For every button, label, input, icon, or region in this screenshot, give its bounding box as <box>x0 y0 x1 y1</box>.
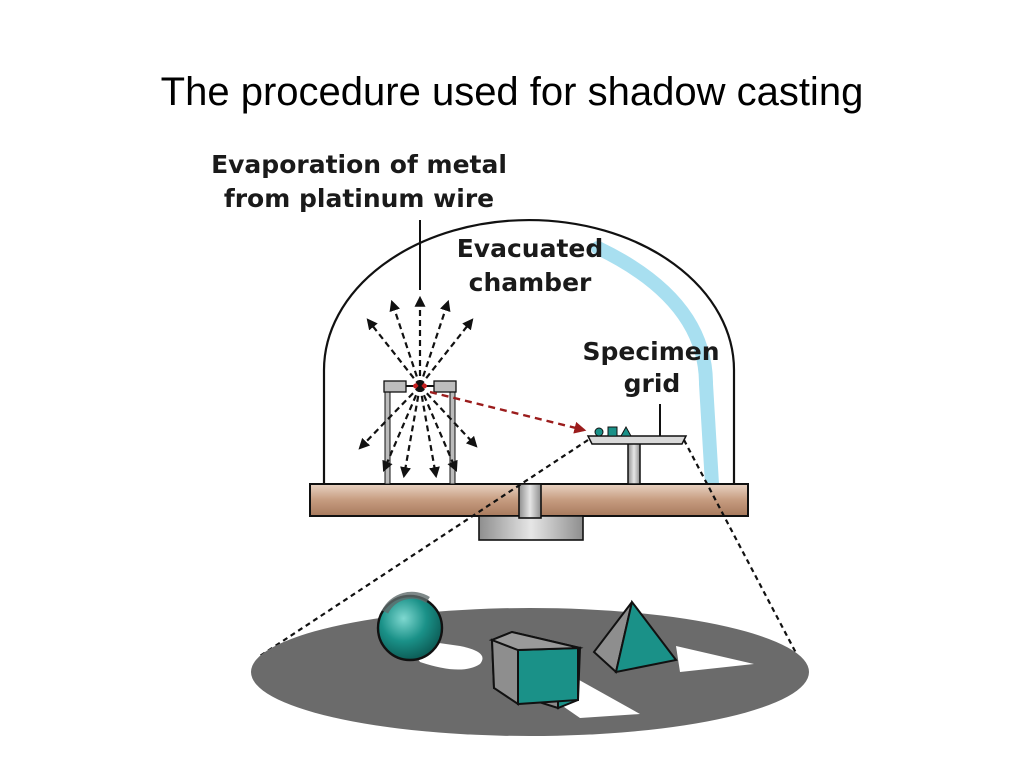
vacuum-port-tube <box>518 483 542 519</box>
specimen-label-line1: Specimen <box>582 337 719 366</box>
pyramid-object <box>592 599 678 674</box>
specimen-label-line2: grid <box>624 369 681 398</box>
evaporation-label-line2: from platinum wire <box>224 184 494 213</box>
slide-title: The procedure used for shadow casting <box>160 70 864 114</box>
pyramid-shadow <box>676 646 754 672</box>
chamber-highlight <box>591 241 719 491</box>
vacuum-port-housing <box>478 515 584 541</box>
base-plate <box>309 483 749 541</box>
chamber-label-line2: chamber <box>469 268 592 297</box>
chamber-label-line1: Evacuated <box>457 234 604 263</box>
magnification-lines <box>259 439 807 673</box>
evaporation-label-line1: Evaporation of metal <box>211 150 507 179</box>
magnified-specimen-view <box>251 591 809 736</box>
specimen-grid <box>586 404 688 485</box>
cube-object <box>488 630 584 710</box>
filament-stand <box>383 380 457 485</box>
bell-jar <box>322 218 736 491</box>
evaporation-arrows <box>358 295 478 479</box>
metal-deposition-arrow <box>429 390 587 434</box>
